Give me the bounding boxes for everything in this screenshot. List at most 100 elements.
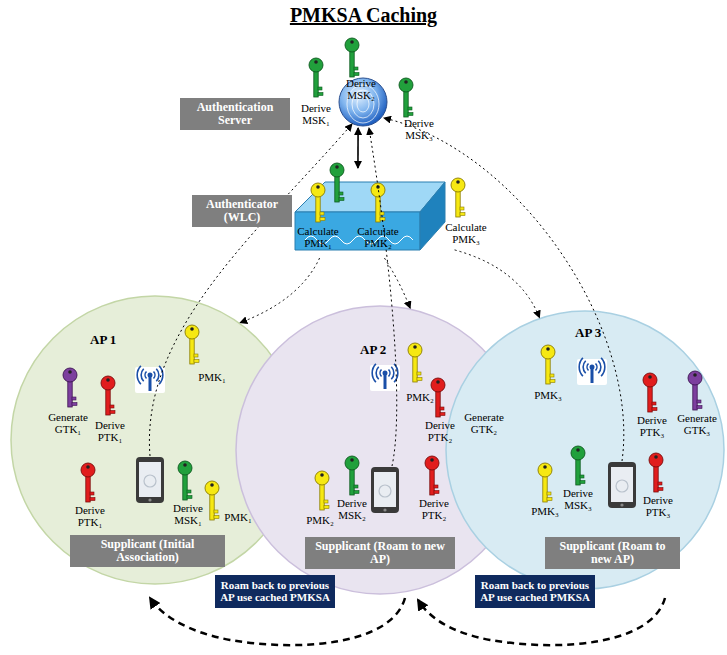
- key-tooth: [187, 490, 191, 493]
- key-head: [345, 38, 359, 52]
- key-tooth: [580, 475, 584, 478]
- diagram-title: PMKSA Caching: [0, 4, 727, 27]
- radio-arc: [145, 372, 146, 379]
- radio-arc: [372, 364, 376, 382]
- ap-name: AP 1: [90, 332, 116, 348]
- key-hole: [183, 463, 187, 467]
- key-head: [311, 183, 325, 197]
- connector: [357, 128, 359, 168]
- connector: [240, 258, 319, 323]
- connector: [455, 250, 540, 318]
- key-hole: [456, 180, 460, 184]
- key-head: [371, 183, 385, 197]
- key-tooth: [354, 67, 358, 70]
- key-tooth: [440, 413, 445, 416]
- key-tooth: [214, 516, 219, 519]
- key-shaft: [350, 50, 354, 77]
- key-tooth: [658, 482, 662, 485]
- screen-dial: [379, 485, 391, 497]
- key-hole: [413, 345, 417, 349]
- key-caption: Calculate PMK₂: [350, 226, 406, 249]
- key-tooth: [339, 198, 344, 201]
- key-caption: PMK₂: [404, 392, 436, 404]
- key-shaft: [314, 70, 318, 97]
- antenna-mast: [384, 374, 387, 389]
- key-icon: [538, 463, 552, 502]
- key-shaft: [350, 468, 354, 495]
- radio-arc: [583, 361, 586, 374]
- key-icon: [81, 463, 95, 502]
- radio-arc: [598, 361, 601, 374]
- key-shaft: [654, 465, 658, 492]
- key-shaft: [183, 473, 187, 500]
- node-text: Roam back to previous AP use cached PMKS…: [220, 579, 330, 604]
- key-head: [431, 378, 445, 392]
- key-icon: [371, 183, 385, 222]
- radio-arc: [380, 370, 381, 377]
- key-shaft: [320, 483, 324, 510]
- key-head: [538, 463, 552, 477]
- key-caption: Derive PTK₂: [420, 420, 460, 443]
- key-icon: [571, 446, 585, 485]
- key-head: [688, 371, 702, 385]
- connector: [384, 258, 410, 308]
- key-hole: [335, 165, 339, 169]
- key-tooth: [90, 492, 94, 495]
- phone-body: [371, 467, 399, 513]
- key-caption: Derive MSK₃: [397, 118, 441, 141]
- key-caption: Derive PTK₃: [632, 415, 672, 438]
- ap-name: AP 3: [575, 325, 601, 341]
- key-caption: Derive MSK₃: [558, 488, 598, 511]
- key-hole: [314, 60, 318, 64]
- key-icon: [330, 163, 344, 202]
- key-shaft: [413, 355, 417, 382]
- key-shaft: [430, 468, 434, 495]
- icon-ground: [135, 367, 165, 393]
- key-icon: [688, 371, 702, 410]
- key-head: [425, 456, 439, 470]
- key-head: [649, 453, 663, 467]
- antenna-mast: [149, 376, 152, 391]
- key-hole: [543, 465, 547, 469]
- key-tooth: [318, 93, 323, 96]
- radio-arc: [596, 364, 597, 371]
- key-hole: [68, 370, 72, 374]
- key-tooth: [214, 510, 218, 513]
- key-caption: PMK₂: [304, 515, 336, 527]
- key-head: [571, 446, 585, 460]
- key-caption: Derive PTK₃: [638, 495, 678, 518]
- key-hole: [316, 185, 320, 189]
- access-point-icon: [135, 366, 165, 393]
- key-tooth: [652, 402, 656, 405]
- key-tooth: [440, 407, 444, 410]
- radio-arc: [587, 364, 588, 371]
- radio-arc: [389, 370, 390, 377]
- node-text: Authentication Server: [180, 98, 290, 130]
- key-shaft: [404, 90, 408, 117]
- radio-arc: [141, 369, 144, 382]
- node-text: Supplicant (Roam to new AP): [550, 540, 675, 566]
- key-caption: Derive MSK₁: [168, 503, 208, 526]
- key-tooth: [380, 218, 385, 221]
- key-icon: [185, 325, 199, 364]
- key-shaft: [693, 383, 697, 410]
- key-tooth: [339, 192, 343, 195]
- phone-icon: [371, 467, 399, 513]
- key-head: [178, 461, 192, 475]
- key-caption: Derive MSK₂: [332, 498, 372, 521]
- key-caption: PMK₁: [195, 372, 229, 384]
- key-hole: [320, 473, 324, 477]
- key-head: [408, 343, 422, 357]
- node-text: Authenticator (WLC): [192, 195, 292, 227]
- key-hole: [436, 380, 440, 384]
- radio-arc: [601, 358, 605, 376]
- key-tooth: [318, 87, 322, 90]
- phone-screen: [611, 467, 633, 502]
- phone-button: [148, 498, 151, 501]
- key-icon: [643, 373, 657, 412]
- key-shaft: [68, 380, 72, 407]
- key-shaft: [543, 475, 547, 502]
- access-point-icon: [370, 364, 400, 391]
- key-hole: [86, 465, 90, 469]
- key-head: [81, 463, 95, 477]
